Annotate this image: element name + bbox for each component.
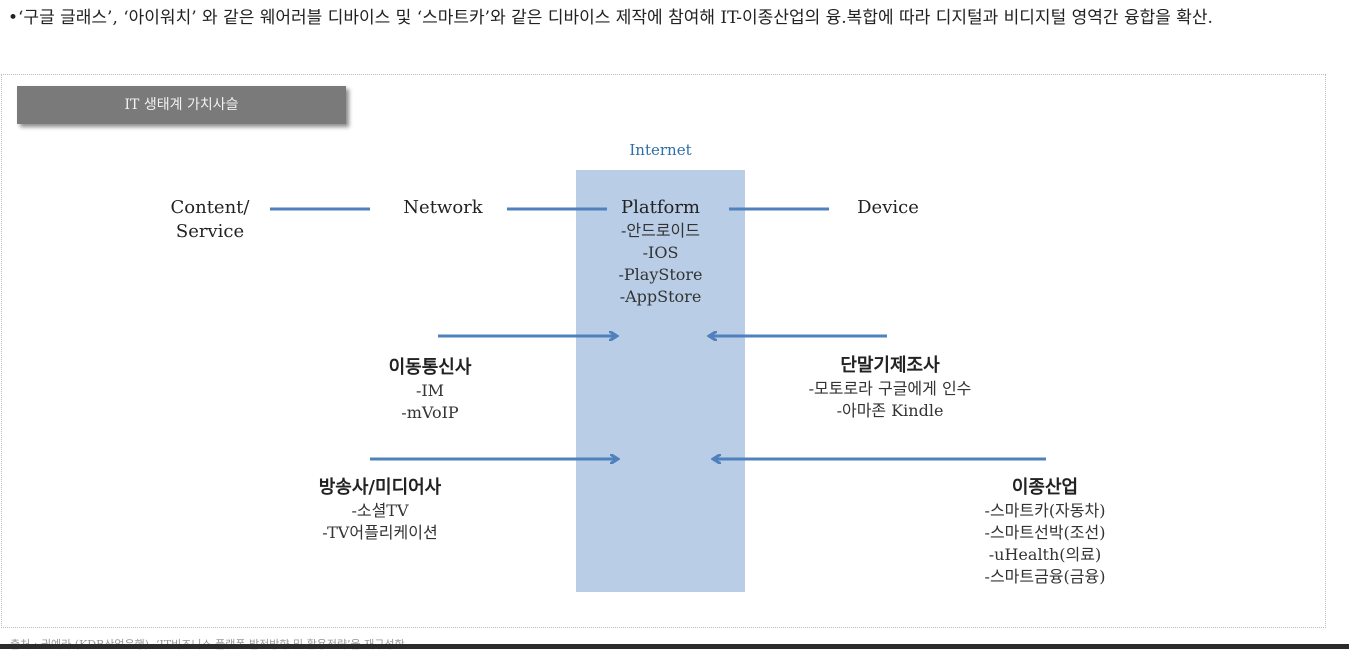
platform-column (576, 170, 745, 592)
broadcaster-group: 방송사/미디어사 -소셜TV -TV어플리케이션 (290, 476, 470, 544)
diagram-frame (1, 74, 1326, 628)
other-industry-item: -스마트선박(조선) (984, 523, 1106, 542)
device-maker-group: 단말기제조사 -모토로라 구글에게 인수 -아마존 Kindle (770, 354, 1010, 422)
intro-paragraph: •‘구글 글래스’, ‘아이워치’ 와 같은 웨어러블 디바이스 및 ‘스마트카… (8, 6, 1338, 30)
other-industry-item: -스마트금융(금융) (984, 567, 1106, 586)
device-maker-item: -모토로라 구글에게 인수 (808, 379, 972, 398)
intro-text: ‘구글 글래스’, ‘아이워치’ 와 같은 웨어러블 디바이스 및 ‘스마트카’… (18, 8, 1213, 28)
platform-name: Platform (620, 197, 700, 218)
content-service-line2: Service (175, 221, 245, 242)
platform-item: -PlayStore (618, 265, 703, 284)
other-industry-name: 이종산업 (1011, 477, 1079, 498)
bullet: • (8, 8, 19, 28)
platform-item: -AppStore (619, 287, 702, 306)
broadcaster-item: -TV어플리케이션 (322, 523, 438, 542)
device-maker-name: 단말기제조사 (840, 355, 940, 376)
broadcaster-item: -소셜TV (351, 501, 409, 520)
internet-label: Internet (629, 141, 692, 159)
platform-item: -IOS (642, 243, 679, 262)
bottom-bar (0, 644, 1349, 649)
mobile-carrier-group: 이동통신사 -IM -mVoIP (340, 356, 520, 424)
device-maker-item: -아마존 Kindle (836, 401, 944, 420)
platform-group: Platform -안드로이드 -IOS -PlayStore -AppStor… (576, 196, 745, 308)
other-industry-group: 이종산업 -스마트카(자동차) -스마트선박(조선) -uHealth(의료) … (950, 476, 1140, 588)
diagram-title: IT 생태계 가치사슬 (17, 86, 346, 124)
mobile-carrier-name: 이동통신사 (388, 357, 472, 378)
other-industry-item: -uHealth(의료) (988, 545, 1102, 564)
other-industry-item: -스마트카(자동차) (984, 501, 1106, 520)
network-label: Network (403, 197, 483, 218)
platform-item: -안드로이드 (620, 221, 700, 240)
mobile-carrier-item: -IM (415, 381, 445, 400)
device-label: Device (857, 197, 919, 218)
broadcaster-name: 방송사/미디어사 (318, 477, 442, 498)
content-service-label: Content/ Service (140, 196, 280, 244)
content-service-line1: Content/ (170, 197, 250, 218)
mobile-carrier-item: -mVoIP (401, 403, 459, 422)
